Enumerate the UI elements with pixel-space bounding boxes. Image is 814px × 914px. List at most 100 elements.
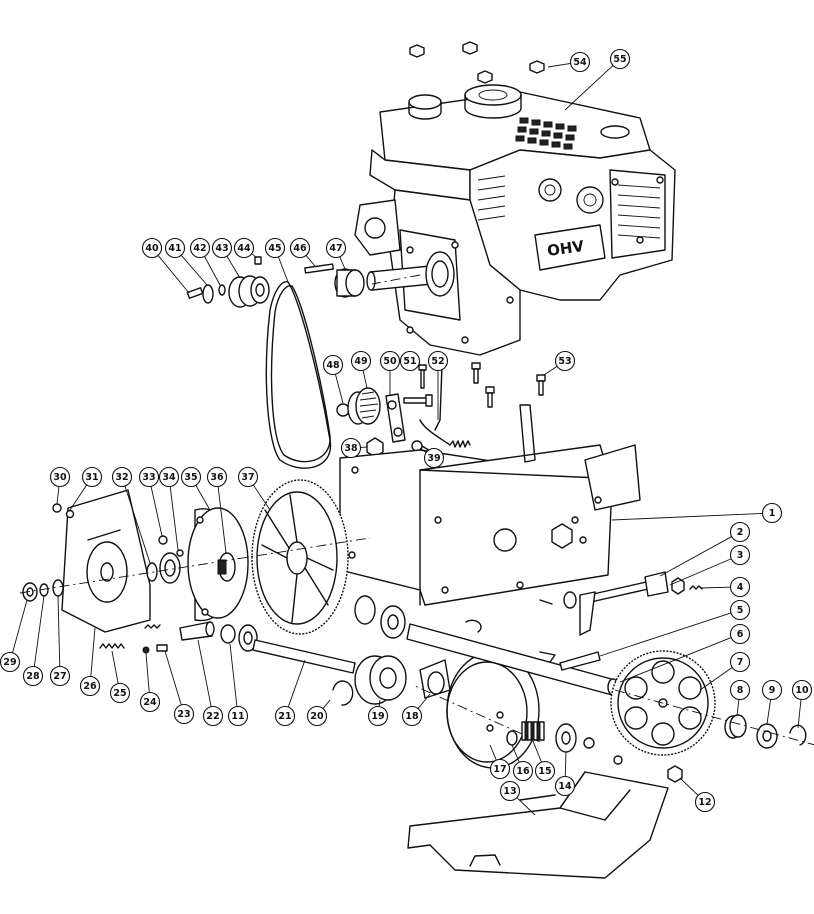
callout-circle-53 <box>554 350 576 372</box>
main-frame <box>339 404 641 606</box>
axle-assembly <box>252 571 807 879</box>
leader-line-49 <box>362 370 368 389</box>
callout-label-25: 25 <box>113 688 126 699</box>
callout-label-17: 17 <box>493 764 506 775</box>
callout-circle-13 <box>499 780 521 802</box>
callout-label-44: 44 <box>237 243 251 254</box>
leader-line-12 <box>679 777 699 796</box>
leader-line-23 <box>164 650 182 706</box>
callout-circle-36 <box>206 466 228 488</box>
callout-circle-20 <box>306 705 328 727</box>
callout-label-30: 30 <box>53 472 67 483</box>
callout-label-46: 46 <box>293 243 307 254</box>
leader-line-16 <box>511 744 520 763</box>
leader-line-32 <box>124 485 151 564</box>
callout-circle-43 <box>211 237 233 259</box>
callout-label-7: 7 <box>737 657 744 668</box>
callout-23: 23 <box>173 703 195 725</box>
callout-label-43: 43 <box>215 243 228 254</box>
callout-44: 44 <box>233 237 255 259</box>
callout-53: 53 <box>554 350 576 372</box>
callout-label-26: 26 <box>83 681 97 692</box>
callout-33: 33 <box>138 466 160 488</box>
leader-line-42 <box>204 256 221 286</box>
callout-circle-10 <box>791 679 813 701</box>
leader-line-33 <box>150 486 163 537</box>
idler-assembly <box>336 364 471 458</box>
callout-label-50: 50 <box>383 356 397 367</box>
callout-label-33: 33 <box>142 472 155 483</box>
callout-label-3: 3 <box>737 550 744 561</box>
callout-label-2: 2 <box>737 527 744 538</box>
leader-line-19 <box>378 699 381 707</box>
callout-label-54: 54 <box>573 57 587 68</box>
callout-circle-42 <box>189 237 211 259</box>
callout-1: 1 <box>761 502 783 524</box>
callout-circle-54 <box>569 51 591 73</box>
callout-label-36: 36 <box>210 472 224 483</box>
leader-line-21 <box>287 659 306 708</box>
leader-line-15 <box>532 740 542 763</box>
callout-label-8: 8 <box>737 685 744 696</box>
callout-circle-33 <box>138 466 160 488</box>
callout-label-19: 19 <box>371 711 384 722</box>
callout-50: 50 <box>379 350 401 372</box>
callout-9: 9 <box>761 679 783 701</box>
callout-13: 13 <box>499 780 521 802</box>
callout-circle-37 <box>237 466 259 488</box>
callout-circle-4 <box>729 576 751 598</box>
callout-circle-45 <box>264 237 286 259</box>
callout-label-15: 15 <box>538 766 551 777</box>
callout-circle-35 <box>180 466 202 488</box>
callout-circle-11 <box>227 705 249 727</box>
leader-line-37 <box>252 484 271 511</box>
callout-label-31: 31 <box>85 472 98 483</box>
callout-52: 52 <box>427 350 449 372</box>
callout-circle-55 <box>609 48 631 70</box>
callout-circle-5 <box>729 599 751 621</box>
callout-label-55: 55 <box>613 54 626 65</box>
callout-label-21: 21 <box>278 711 291 722</box>
leader-line-6 <box>619 637 732 683</box>
leader-line-46 <box>305 255 316 267</box>
callout-49: 49 <box>350 350 372 372</box>
callout-8: 8 <box>729 679 751 701</box>
callout-label-49: 49 <box>354 356 367 367</box>
callout-circle-12 <box>694 791 716 813</box>
callout-circle-8 <box>729 679 751 701</box>
leader-line-40 <box>157 255 190 294</box>
callout-30: 30 <box>49 466 71 488</box>
callout-circle-1 <box>761 502 783 524</box>
callout-55: 55 <box>609 48 631 70</box>
callout-22: 22 <box>202 705 224 727</box>
callout-26: 26 <box>79 675 101 697</box>
leader-line-31 <box>69 484 88 511</box>
callout-label-40: 40 <box>145 243 159 254</box>
callout-48: 48 <box>322 354 344 376</box>
callout-16: 16 <box>512 760 534 782</box>
callout-21: 21 <box>274 705 296 727</box>
callout-circle-23 <box>173 703 195 725</box>
callout-label-20: 20 <box>310 711 324 722</box>
leader-line-34 <box>169 486 179 551</box>
callout-circle-24 <box>139 691 161 713</box>
callout-37: 37 <box>237 466 259 488</box>
assembly-axis-lines <box>19 274 814 746</box>
leader-line-10 <box>797 699 802 729</box>
leader-line-45 <box>277 256 289 283</box>
callout-label-23: 23 <box>177 709 190 720</box>
callout-circle-2 <box>729 521 751 543</box>
leader-line-11 <box>229 643 238 707</box>
leader-line-3 <box>669 558 732 586</box>
leader-line-13 <box>516 797 536 816</box>
leader-line-17 <box>489 744 497 761</box>
callout-label-38: 38 <box>344 443 358 454</box>
leader-line-22 <box>197 639 212 707</box>
callout-20: 20 <box>306 705 328 727</box>
callout-circle-27 <box>49 665 71 687</box>
leader-line-48 <box>334 374 344 404</box>
callout-15: 15 <box>534 760 556 782</box>
leader-line-30 <box>56 486 60 505</box>
callout-label-1: 1 <box>769 508 776 519</box>
